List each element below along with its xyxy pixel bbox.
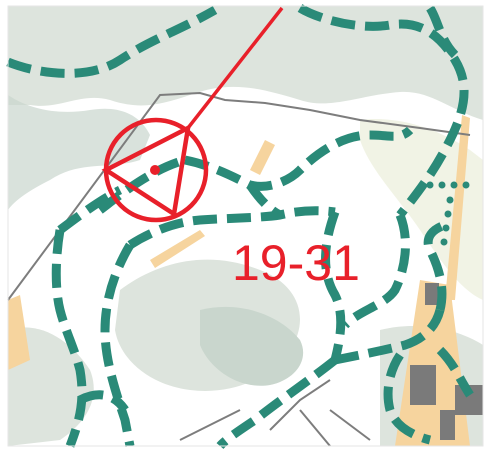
trail xyxy=(341,213,410,329)
course-line xyxy=(186,6,284,130)
fence-layer xyxy=(7,91,471,447)
trail xyxy=(383,352,432,445)
start-control-dot xyxy=(150,165,160,175)
trail-layer xyxy=(6,4,474,450)
trail xyxy=(51,229,87,448)
road-small xyxy=(250,140,275,175)
building xyxy=(425,283,439,305)
course-overprint: 19-31 xyxy=(101,6,360,291)
trail xyxy=(297,4,469,218)
trail xyxy=(100,242,135,447)
fence-line xyxy=(299,409,331,447)
road-left-edge xyxy=(8,295,30,370)
trail xyxy=(184,126,414,191)
forest-area-top xyxy=(8,6,483,120)
fence-line xyxy=(7,91,471,301)
trail xyxy=(423,220,447,312)
triangle-in-circle-icon xyxy=(101,123,191,218)
trail xyxy=(321,210,346,362)
road-diagonal xyxy=(150,230,205,268)
dotted-trail xyxy=(426,181,470,246)
map-border xyxy=(7,5,484,447)
forest-area-left xyxy=(8,95,150,210)
trail xyxy=(97,155,187,214)
building xyxy=(410,365,436,405)
trail xyxy=(6,6,218,78)
trail xyxy=(334,308,445,365)
fence-line xyxy=(269,379,331,431)
trail xyxy=(426,5,459,59)
road-right xyxy=(445,115,470,300)
building xyxy=(440,410,455,440)
leg-label: 19-31 xyxy=(232,235,360,291)
fence-line xyxy=(179,409,241,441)
trail xyxy=(77,390,129,413)
trail xyxy=(57,185,123,234)
forest-area-lower xyxy=(200,306,304,386)
trail xyxy=(127,206,336,249)
building-layer xyxy=(410,283,483,440)
fence-line xyxy=(329,409,371,441)
trail xyxy=(436,346,474,398)
